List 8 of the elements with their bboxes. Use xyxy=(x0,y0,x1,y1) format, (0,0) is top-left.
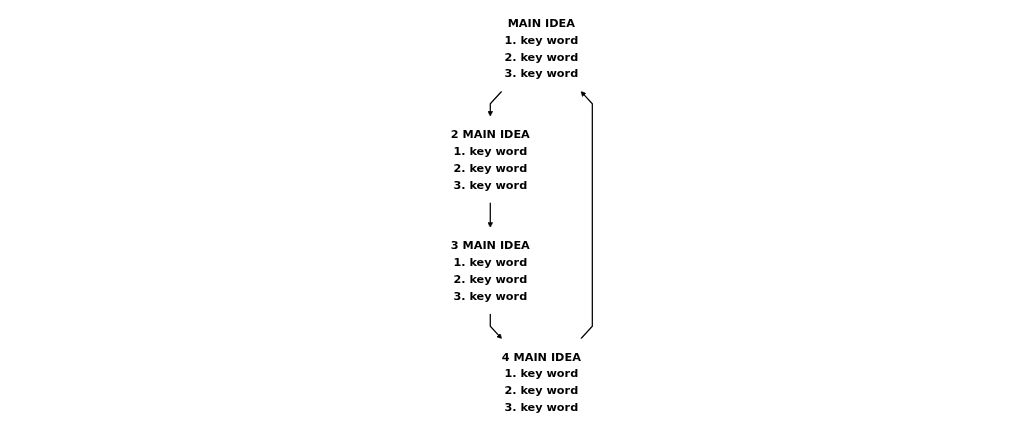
node-text: 4 MAIN IDEA 1. key word 2. key word 3. key word xyxy=(501,349,582,414)
node-text: MAIN IDEA 1. key word 2. key word 3. key word xyxy=(504,16,579,81)
arrow xyxy=(487,90,503,117)
node-text: 3 MAIN IDEA 1. key word 2. key word 3. key word xyxy=(450,238,531,303)
arrow xyxy=(489,313,503,339)
node-text: 2 MAIN IDEA 1. key word 2. key word 3. key word xyxy=(450,127,531,192)
arrow xyxy=(487,201,494,228)
arrow xyxy=(580,91,594,340)
